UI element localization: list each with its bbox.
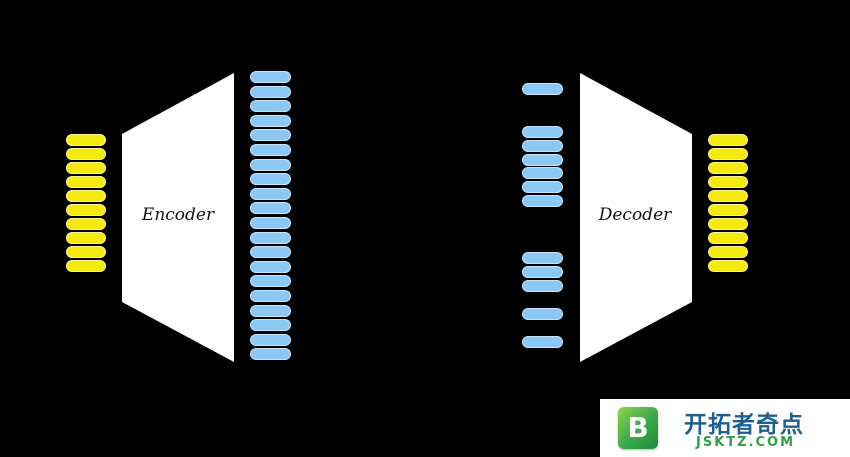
watermark-banner: B 开拓者奇点 JSKTZ.COM bbox=[600, 399, 850, 457]
encoder-input-unit-2 bbox=[66, 148, 106, 160]
decoder-code-unit-11 bbox=[522, 308, 563, 320]
encoder-code-units bbox=[250, 71, 291, 363]
brand-logo-letter: B bbox=[627, 411, 649, 444]
decoder-output-unit-2 bbox=[708, 148, 748, 160]
encoder-code-unit-13 bbox=[250, 246, 291, 259]
encoder-code-unit-4 bbox=[250, 114, 291, 127]
encoder-code-unit-6 bbox=[250, 144, 291, 156]
encoder-block bbox=[122, 73, 234, 362]
decoder-output-unit-10 bbox=[708, 260, 748, 272]
encoder-input-unit-5 bbox=[66, 190, 106, 202]
brand-site: JSKTZ.COM bbox=[696, 435, 796, 450]
encoder-code-unit-3 bbox=[250, 100, 291, 113]
decoder-output-unit-8 bbox=[708, 232, 748, 244]
encoder-code-unit-18 bbox=[250, 319, 291, 332]
decoder-code-unit-6 bbox=[522, 181, 563, 194]
encoder-code-unit-11 bbox=[250, 217, 291, 229]
decoder-output-unit-4 bbox=[708, 176, 748, 188]
encoder-input-unit-6 bbox=[66, 204, 106, 216]
encoder-code-unit-9 bbox=[250, 187, 291, 200]
encoder-label: Encoder bbox=[141, 205, 215, 225]
decoder-code-unit-3 bbox=[522, 139, 563, 152]
decoder-code-unit-7 bbox=[522, 195, 563, 207]
encoder-code-unit-15 bbox=[250, 275, 291, 288]
encoder-code-unit-1 bbox=[250, 71, 291, 83]
decoder-output-unit-9 bbox=[708, 246, 748, 258]
encoder-input-unit-8 bbox=[66, 232, 106, 244]
encoder-input-unit-10 bbox=[66, 260, 106, 272]
decoder-code-unit-4 bbox=[522, 153, 563, 166]
brand-logo-icon: B bbox=[618, 407, 658, 449]
brand-name: 开拓者奇点 bbox=[684, 412, 804, 438]
encoder-input-unit-4 bbox=[66, 176, 106, 188]
decoder-code-unit-12 bbox=[522, 336, 563, 348]
encoder-code-unit-16 bbox=[250, 290, 291, 302]
encoder-input-unit-3 bbox=[66, 162, 106, 174]
encoder-code-unit-14 bbox=[250, 260, 291, 273]
decoder-output-unit-1 bbox=[708, 134, 748, 146]
decoder-code-unit-1 bbox=[522, 83, 563, 95]
decoder-output-units bbox=[708, 134, 748, 302]
encoder-code-unit-7 bbox=[250, 158, 291, 171]
decoder-block bbox=[580, 73, 692, 362]
encoder-code-unit-8 bbox=[250, 173, 291, 186]
decoder-output-unit-5 bbox=[708, 190, 748, 202]
decoder-code-unit-10 bbox=[522, 279, 563, 292]
decoder-code-unit-8 bbox=[522, 252, 563, 264]
decoder-output-unit-6 bbox=[708, 204, 748, 216]
encoder-code-unit-10 bbox=[250, 202, 291, 215]
encoder-input-unit-7 bbox=[66, 218, 106, 230]
encoder-code-unit-20 bbox=[250, 348, 291, 361]
decoder-output-unit-7 bbox=[708, 218, 748, 230]
encoder-input-unit-9 bbox=[66, 246, 106, 258]
encoder-input-units bbox=[66, 134, 106, 302]
decoder-code-unit-9 bbox=[522, 265, 563, 278]
encoder-code-unit-19 bbox=[250, 333, 291, 346]
encoder-code-unit-2 bbox=[250, 85, 291, 98]
encoder-code-unit-17 bbox=[250, 304, 291, 317]
decoder-code-units bbox=[522, 83, 563, 351]
encoder-code-unit-5 bbox=[250, 129, 291, 142]
decoder-output-unit-3 bbox=[708, 162, 748, 174]
encoder-input-unit-1 bbox=[66, 134, 106, 146]
decoder-code-unit-5 bbox=[522, 167, 563, 180]
encoder-code-unit-12 bbox=[250, 231, 291, 244]
decoder-code-unit-2 bbox=[522, 126, 563, 138]
decoder-label: Decoder bbox=[598, 205, 672, 225]
